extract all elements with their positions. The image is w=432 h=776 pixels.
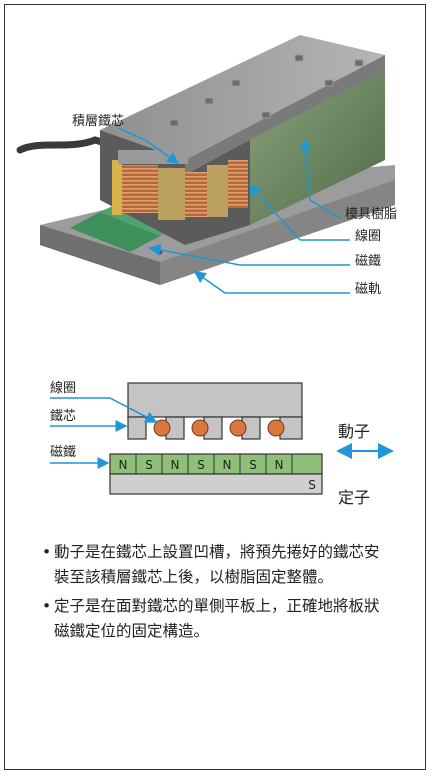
magnet-plate [70,212,125,238]
leader-magnet-top [148,244,241,266]
pole-6: N [275,458,284,472]
label-rail: 磁軌 [355,281,381,297]
leader-rail [193,271,226,294]
label-coil-bottom: 線圈 [50,380,76,396]
motor-illustration [16,35,395,285]
schematic [109,382,323,495]
leader-coil-bottom [109,397,158,423]
leader-resin [299,138,312,201]
laminated-core [112,160,122,215]
label-mover: 動子 [338,422,370,441]
pole-4: N [223,458,232,472]
label-magnet-bottom: 磁鐵 [50,444,76,460]
label-core: 鐵芯 [50,408,76,424]
coil-dots [153,419,285,437]
leader-coil-top [248,183,301,241]
stator-base [109,473,323,495]
core-block [127,382,303,418]
core-teeth [127,416,303,440]
pole-5: S [249,458,257,472]
mover-top [100,35,385,160]
pole-3: S [197,458,205,472]
coil-cutaway [120,165,158,213]
label-resin: 模具樹脂 [345,207,397,222]
leader-laminated-core [117,127,146,141]
bullet-item-stator: 定子是在面對鐵芯的單側平板上，正確地將板狀磁鐵定位的固定構造。 [42,594,392,644]
cable [16,136,116,154]
pole-0: N [119,458,128,472]
label-magnet-top: 磁鐵 [355,253,381,269]
label-stator: 定子 [338,488,370,507]
description-list: 動子是在鐵芯上設置凹槽，將預先捲好的鐵芯安裝至該積層鐵芯上後，以樹脂固定整體。 … [42,540,392,648]
pole-1: S [145,458,153,472]
stator-pole: S [308,478,316,492]
label-coil-top: 線圈 [355,228,381,244]
magnet-strip [109,453,323,475]
bullet-item-mover: 動子是在鐵芯上設置凹槽，將預先捲好的鐵芯安裝至該積層鐵芯上後，以樹脂固定整體。 [42,540,392,590]
label-laminated-core: 積層鐵芯 [72,113,124,129]
resin-body [250,70,385,225]
pole-2: N [171,458,180,472]
